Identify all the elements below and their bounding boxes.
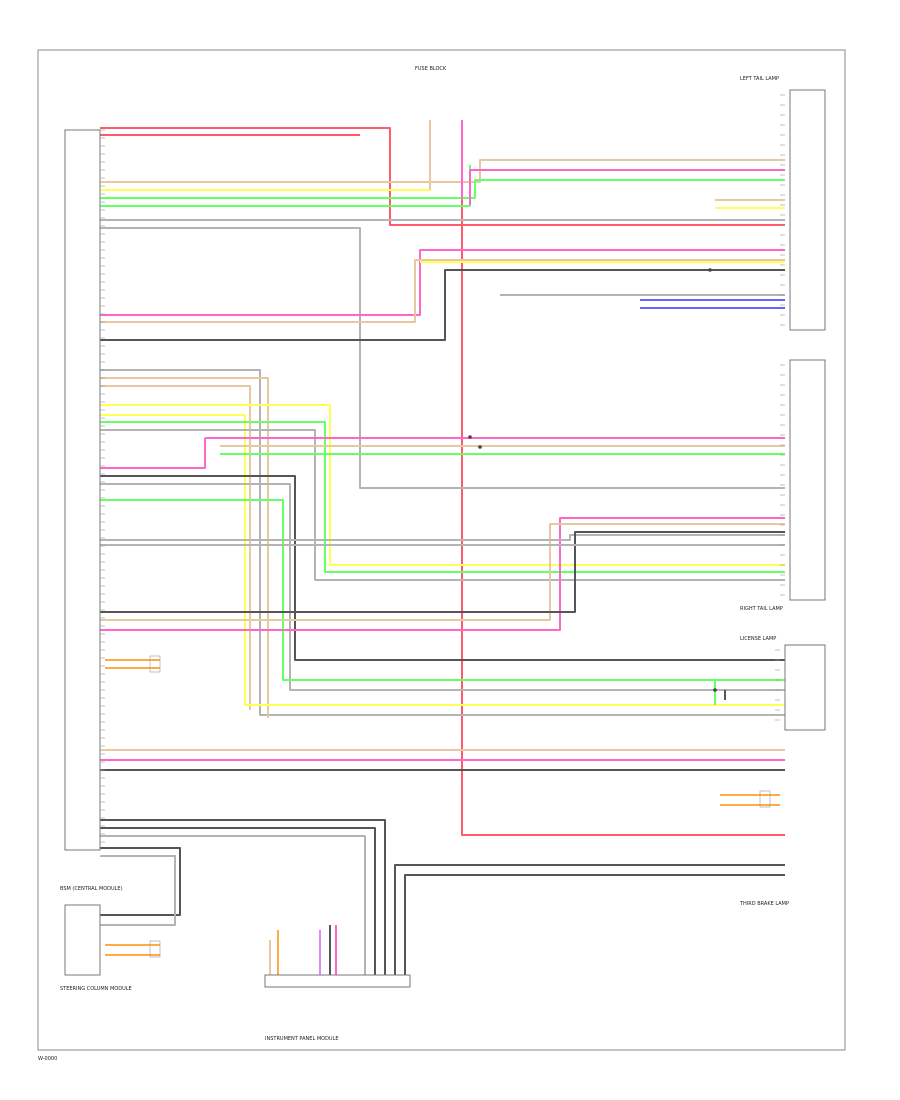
- wire-green-2: [100, 165, 471, 207]
- wire-dark-9: [100, 847, 181, 916]
- license-lamp-box: [784, 644, 826, 731]
- wire-pink-5: [100, 517, 785, 631]
- wire-yellow-3: [100, 404, 785, 566]
- wire-red-vertical: [461, 120, 785, 836]
- license-lamp-label: LICENSE LAMP: [740, 636, 776, 642]
- wire-dark-3: [100, 531, 785, 613]
- wire-green-5: [100, 499, 785, 681]
- wire-layer: [100, 120, 785, 975]
- third-brake-label: THIRD BRAKE LAMP: [739, 901, 789, 907]
- component-layer: [64, 89, 826, 988]
- wire-yellow-4: [100, 414, 785, 706]
- wire-dark-5: [100, 819, 386, 975]
- right-tail-lamp-label: RIGHT TAIL LAMP: [740, 606, 783, 612]
- wire-yellow-1: [100, 120, 431, 191]
- left-tail-lamp-label: LEFT TAIL LAMP: [740, 76, 779, 82]
- splice-dot: [468, 435, 472, 439]
- label-layer: BSM (CENTRAL MODULE) STEERING COLUMN MOD…: [38, 66, 789, 1062]
- fuse-block-label: FUSE BLOCK: [415, 66, 447, 72]
- wire-pink-1: [469, 169, 785, 205]
- diagram-frame: [37, 49, 846, 1051]
- wire-gray-4: [100, 369, 785, 716]
- wire-tan-4: [100, 385, 251, 710]
- splice-dot: [478, 445, 482, 449]
- footer-code: W-0000: [38, 1056, 57, 1062]
- right-tail-lamp-box: [789, 359, 826, 601]
- wire-pink-4: [100, 438, 206, 469]
- wire-green-3: [100, 421, 785, 573]
- wire-gray-2: [100, 227, 785, 489]
- wire-dark-2: [100, 475, 785, 661]
- wire-red-main: [100, 127, 785, 226]
- wire-gray-7: [100, 534, 785, 541]
- wire-pink-2: [100, 249, 785, 316]
- outer-border: [37, 49, 846, 1051]
- wire-dark-6: [100, 827, 376, 975]
- instrument-panel-box: [264, 974, 411, 988]
- splice-dot: [713, 688, 717, 692]
- steering-column-label: STEERING COLUMN MODULE: [60, 986, 132, 992]
- wire-tan-3: [100, 377, 269, 718]
- bsm-box: [64, 129, 101, 851]
- wire-gray-9: [100, 835, 366, 975]
- ground-connector: [149, 940, 161, 958]
- ground-connector: [759, 790, 771, 808]
- wire-dark-1: [100, 269, 785, 341]
- wire-green-1: [100, 179, 785, 199]
- steering-column-box: [64, 904, 101, 976]
- ground-connector: [149, 655, 161, 673]
- wire-dark-8: [404, 874, 785, 975]
- left-tail-lamp-box: [789, 89, 826, 331]
- wire-tan-2: [100, 259, 785, 323]
- splice-dot: [708, 268, 712, 272]
- wire-gray-10: [100, 855, 176, 926]
- wire-dark-7: [394, 864, 785, 975]
- instrument-panel-label: INSTRUMENT PANEL MODULE: [265, 1036, 339, 1042]
- wire-gray-5: [100, 429, 785, 581]
- wire-tan-6: [100, 523, 785, 621]
- wire-gray-6: [100, 483, 785, 691]
- bsm-label: BSM (CENTRAL MODULE): [60, 886, 123, 892]
